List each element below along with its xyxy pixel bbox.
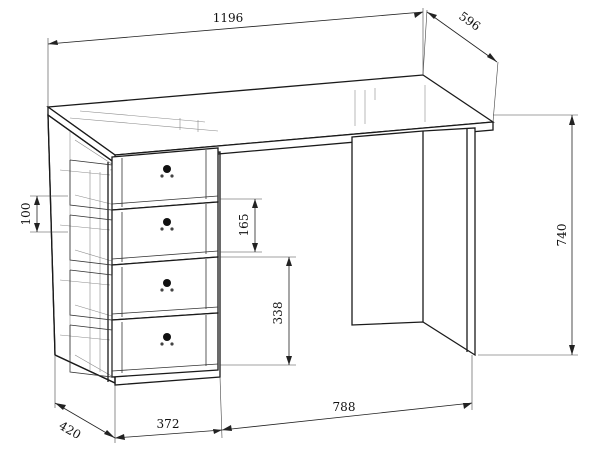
knob-icon	[163, 165, 171, 173]
dim-pedestal-depth	[54, 355, 116, 443]
dim-pedestal-width	[114, 376, 223, 440]
dim-lower-section	[220, 256, 296, 366]
dim-drawer-front	[30, 195, 68, 233]
dim-label-788: 788	[333, 400, 356, 414]
dim-label-1196: 1196	[213, 11, 244, 25]
pedestal-side-panel	[47, 113, 116, 385]
dim-label-338: 338	[271, 302, 285, 325]
dim-height	[478, 114, 578, 356]
right-leg-panel	[351, 127, 476, 357]
drawer-handle-icons	[160, 165, 174, 346]
dim-drawer-spacing	[220, 198, 262, 253]
drawer-runners	[69, 159, 113, 378]
knob-icon	[163, 279, 171, 287]
dim-top-width	[47, 8, 424, 107]
dim-label-420: 420	[57, 418, 84, 442]
pedestal-bottom-edge	[54, 354, 116, 384]
dim-label-100: 100	[19, 203, 33, 226]
knob-icon	[163, 333, 171, 341]
drawer-1	[111, 147, 219, 211]
knob-icon	[163, 218, 171, 226]
dim-label-596: 596	[456, 9, 483, 34]
dim-label-165: 165	[237, 214, 251, 237]
dim-label-372: 372	[157, 417, 180, 431]
drawer-4	[111, 312, 219, 378]
pedestal-back-edge	[47, 114, 56, 356]
dim-leg-span	[221, 355, 473, 431]
dim-top-depth	[422, 9, 499, 123]
dim-label-740: 740	[555, 224, 569, 247]
drawer-3	[111, 256, 219, 321]
drawer-2	[111, 201, 219, 266]
